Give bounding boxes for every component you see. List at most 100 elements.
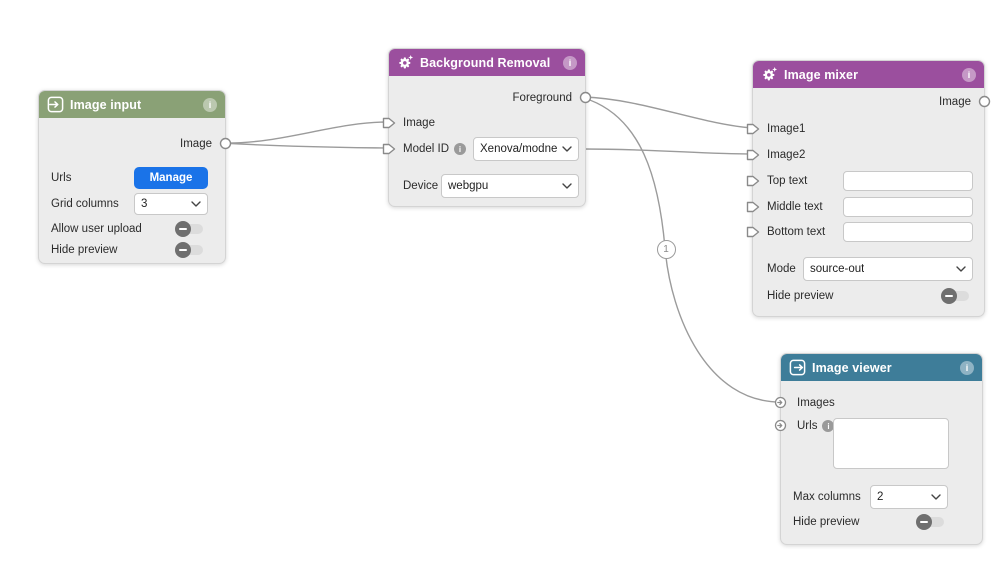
hide-preview-label: Hide preview [767,290,834,302]
input-port-urls[interactable] [774,419,787,432]
gear-sparkle-icon [399,55,414,69]
image2-row: Image2 [753,143,984,167]
node-image-input[interactable]: Image input i Image Urls Manage Grid col… [38,90,232,264]
max-columns-label: Max columns [793,491,861,503]
node-image-mixer-header[interactable]: Image mixer i [753,61,984,88]
node-title: Background Removal [420,55,551,70]
top-text-label: Top text [767,175,808,187]
hide-preview-row: Hide preview [753,284,984,308]
image-viewer-icon [789,359,806,376]
mode-row: Mode source-out [753,257,984,281]
image1-row: Image1 [753,117,984,141]
input-port-image[interactable] [382,117,396,129]
hide-preview-toggle[interactable] [941,288,969,304]
toggle-knob [175,221,191,237]
node-title: Image mixer [784,67,859,82]
node-background-removal[interactable]: Background Removal i Foreground Image Mo… [382,48,592,207]
node-image-viewer-header[interactable]: Image viewer i [781,354,982,381]
output-row-foreground: Foreground [389,86,585,110]
node-image-input-header[interactable]: Image input i [39,91,225,118]
input-port-image2[interactable] [746,149,760,161]
hide-preview-toggle[interactable] [916,514,944,530]
output-port-image[interactable] [978,95,991,108]
minus-icon [945,295,953,297]
output-label: Image [180,138,212,150]
image1-label: Image1 [767,123,806,135]
images-row: Images [781,391,982,415]
middle-text-input[interactable] [843,197,973,217]
output-row-image: Image [753,90,984,114]
hide-preview-row: Hide preview [39,238,225,262]
mode-label: Mode [767,263,796,275]
model-id-select[interactable]: Xenova/modne [473,137,579,161]
grid-columns-row: Grid columns 3 [39,192,225,216]
urls-label: Urls [797,420,818,432]
chevron-down-icon [562,146,572,152]
node-image-mixer[interactable]: Image mixer i Image Image1 Image2 Top te… [746,60,991,317]
toggle-knob [175,242,191,258]
allow-user-upload-row: Allow user upload [39,217,225,241]
chevron-down-icon [931,494,941,500]
minus-icon [179,228,187,230]
gear-sparkle-icon [763,67,778,81]
hide-preview-label: Hide preview [793,516,860,528]
manage-button[interactable]: Manage [134,167,208,189]
chevron-down-icon [191,201,201,207]
node-image-viewer[interactable]: Image viewer i Images Urls i Max columns… [774,353,983,545]
foreground-output-label: Foreground [512,92,572,104]
middle-text-row: Middle text [753,195,984,219]
device-label: Device [403,180,439,192]
mode-value: source-out [810,263,865,275]
urls-textarea[interactable] [833,418,949,469]
toggle-knob [916,514,932,530]
node-title: Image viewer [812,360,892,375]
chevron-down-icon [956,266,966,272]
image-input-row: Image [389,111,585,135]
model-id-row: Model ID i Xenova/modne [389,137,585,161]
input-port-middle-text[interactable] [746,201,760,213]
middle-text-label: Middle text [767,201,823,213]
bottom-text-row: Bottom text [753,220,984,244]
device-select[interactable]: webgpu [441,174,579,198]
bottom-text-input[interactable] [843,222,973,242]
output-port-foreground[interactable] [579,91,592,104]
info-icon[interactable]: i [962,67,976,82]
edge-foreground-to-mixer-image1[interactable] [583,96,753,129]
input-port-model-id[interactable] [382,143,396,155]
device-row: Device webgpu [389,174,585,198]
input-port-images[interactable] [774,396,787,409]
model-id-label: Model ID [403,143,450,155]
hide-preview-toggle[interactable] [175,242,203,258]
input-port-top-text[interactable] [746,175,760,187]
info-icon[interactable]: i [203,97,217,112]
device-value: webgpu [448,180,489,192]
input-port-image1[interactable] [746,123,760,135]
top-text-input[interactable] [843,171,973,191]
toggle-knob [941,288,957,304]
allow-user-upload-toggle[interactable] [175,221,203,237]
minus-icon [179,249,187,251]
output-port-image[interactable] [219,137,232,150]
edge-foreground-to-viewer-images[interactable] [583,97,781,403]
node-title: Image input [70,97,142,112]
max-columns-value: 2 [877,491,884,503]
images-label: Images [797,397,835,409]
node-background-removal-header[interactable]: Background Removal i [389,49,585,76]
image-input-label: Image [403,117,435,129]
max-columns-select[interactable]: 2 [870,485,948,509]
info-icon[interactable]: i [454,143,467,155]
info-icon[interactable]: i [960,360,974,375]
output-row-image: Image [39,132,225,156]
mode-select[interactable]: source-out [803,257,973,281]
hide-preview-row: Hide preview [781,510,982,534]
info-icon[interactable]: i [563,55,577,70]
grid-columns-label: Grid columns [51,198,119,210]
info-icon[interactable]: i [822,420,835,432]
top-text-row: Top text [753,169,984,193]
input-port-bottom-text[interactable] [746,226,760,238]
edge-imageinput-to-bgremoval-image[interactable] [223,121,389,144]
grid-columns-select[interactable]: 3 [134,193,208,215]
urls-row: Urls i [781,414,982,438]
minus-icon [920,521,928,523]
